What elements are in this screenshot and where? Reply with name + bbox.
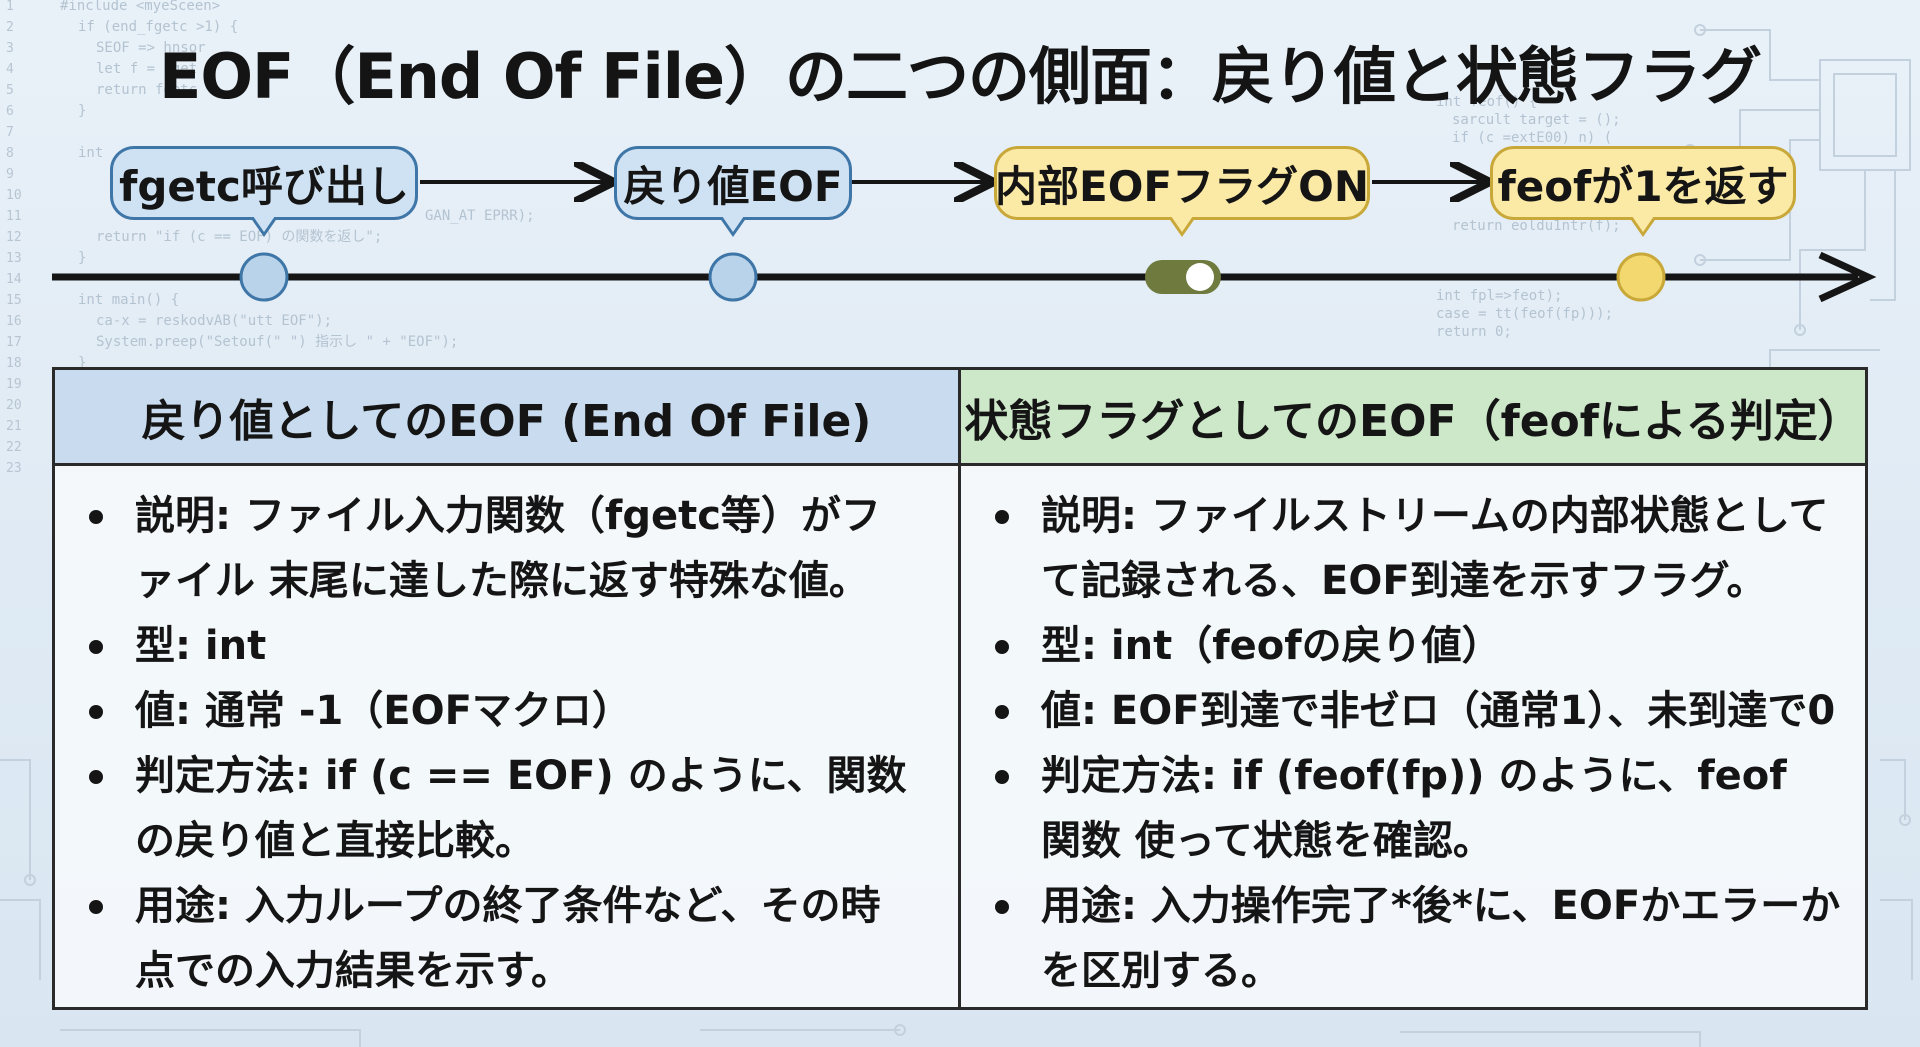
list-item: 用途: 入力操作完了*後*に、EOFかエラーかを区別する。 <box>985 874 1847 1004</box>
svg-text:}: } <box>78 103 86 119</box>
svg-text:int: int <box>78 145 103 161</box>
timeline-marker-return-eof <box>708 252 758 302</box>
svg-text:System.preep("Setouf(" ") 指示し: System.preep("Setouf(" ") 指示し " + "EOF")… <box>96 334 458 350</box>
column-body-return-value: 説明: ファイル入力関数（fgetc等）がファイル 末尾に達した際に返す特殊な値… <box>55 466 961 1007</box>
svg-text:return "if (c == EOF) の関数を返し": return "if (c == EOF) の関数を返し"; <box>96 229 382 245</box>
svg-text:10: 10 <box>6 188 22 203</box>
svg-text:case = tt(feof(fp)));: case = tt(feof(fp))); <box>1436 306 1613 322</box>
svg-text:6: 6 <box>6 104 14 119</box>
bullet-list: 説明: ファイルストリームの内部状態としてて記録される、EOF到達を示すフラグ。… <box>985 484 1847 1004</box>
toggle-on-icon <box>1145 260 1221 294</box>
column-header-return-value: 戻り値としてのEOF (End Of File) <box>55 370 961 466</box>
svg-text:}: } <box>78 355 86 371</box>
svg-text:ca-x = reskodvAB("utt EOF");: ca-x = reskodvAB("utt EOF"); <box>96 313 332 329</box>
svg-text:1: 1 <box>6 0 14 14</box>
timeline <box>52 0 1877 303</box>
svg-text:int feof() {: int feof() { <box>1436 94 1537 110</box>
step-bubble-feof-returns-1: feofが1を返す <box>1490 146 1796 237</box>
step-bubble-return-eof: 戻り値EOF <box>614 146 852 237</box>
timeline-marker-fgetc <box>239 252 289 302</box>
svg-text:15: 15 <box>6 293 22 308</box>
list-item: 用途: 入力ループの終了条件など、その時点での入力結果を示す。 <box>79 874 940 1004</box>
svg-text:let f = fget: let f = fget <box>96 61 197 77</box>
svg-text:12: 12 <box>6 230 22 245</box>
step-label: 内部EOFフラグON <box>995 161 1369 211</box>
svg-text:18: 18 <box>6 356 22 371</box>
svg-text:17: 17 <box>6 335 22 350</box>
svg-text:9: 9 <box>6 167 14 182</box>
step-bubble-eof-flag-on: 内部EOFフラグON <box>994 146 1370 237</box>
svg-text:#include <myeSceen>: #include <myeSceen> <box>60 0 220 14</box>
svg-text:SEOF => hnsor: SEOF => hnsor <box>96 40 206 56</box>
timeline-marker-feof <box>1616 252 1666 302</box>
svg-text:3: 3 <box>6 41 14 56</box>
svg-text:if (c =extE00) n) (: if (c =extE00) n) ( <box>1452 130 1612 146</box>
svg-text:16: 16 <box>6 314 22 329</box>
svg-text:22: 22 <box>6 440 22 455</box>
svg-text:13: 13 <box>6 251 22 266</box>
svg-text:20: 20 <box>6 398 22 413</box>
svg-text:14: 14 <box>6 272 22 287</box>
svg-text:}: } <box>78 250 86 266</box>
list-item: 値: 通常 -1（EOFマクロ） <box>79 679 940 744</box>
list-item: 型: int（feofの戻り値） <box>985 614 1847 679</box>
svg-text:19: 19 <box>6 377 22 392</box>
svg-text:return eoldu1ntr(f);: return eoldu1ntr(f); <box>1452 218 1621 234</box>
timeline-arrowhead <box>1818 251 1877 303</box>
page-title: EOF（End Of File）の二つの側面：戻り値と状態フラグ <box>158 40 1762 113</box>
list-item: 説明: ファイル入力関数（fgetc等）がファイル 末尾に達した際に返す特殊な値… <box>79 484 940 614</box>
svg-text:2: 2 <box>6 20 14 35</box>
list-item: 判定方法: if (c == EOF) のように、関数の戻り値と直接比較。 <box>79 744 940 874</box>
step-bubble-fgetc-call: fgetc呼び出し <box>110 146 418 237</box>
column-header-state-flag: 状態フラグとしてのEOF（feofによる判定） <box>961 370 1865 466</box>
svg-text:sarcult target = ();: sarcult target = (); <box>1452 112 1621 128</box>
svg-text:7: 7 <box>6 125 14 140</box>
bullet-list: 説明: ファイル入力関数（fgetc等）がファイル 末尾に達した際に返す特殊な値… <box>79 484 940 1004</box>
svg-text:5: 5 <box>6 83 14 98</box>
svg-text:11: 11 <box>6 209 22 224</box>
step-label: 戻り値EOF <box>623 161 843 211</box>
svg-text:23: 23 <box>6 461 22 476</box>
svg-text:if (end_fgetc >1) {: if (end_fgetc >1) { <box>78 19 238 35</box>
list-item: 型: int <box>79 614 940 679</box>
svg-text:4: 4 <box>6 62 14 77</box>
svg-text:int fpl=>feot);: int fpl=>feot); <box>1436 288 1562 304</box>
svg-text:return fgetc: return fgetc <box>96 82 197 98</box>
list-item: 説明: ファイルストリームの内部状態としてて記録される、EOF到達を示すフラグ。 <box>985 484 1847 614</box>
svg-text:8: 8 <box>6 146 14 161</box>
svg-text:21: 21 <box>6 419 22 434</box>
step-label: fgetc呼び出し <box>119 161 409 211</box>
comparison-table: 戻り値としてのEOF (End Of File) 状態フラグとしてのEOF（fe… <box>52 367 1868 1010</box>
step-label: feofが1を返す <box>1497 161 1789 211</box>
column-body-state-flag: 説明: ファイルストリームの内部状態としてて記録される、EOF到達を示すフラグ。… <box>961 466 1865 1007</box>
svg-text:GAN_AT EPRR);: GAN_AT EPRR); <box>425 208 535 224</box>
svg-text:return 0;: return 0; <box>1436 324 1512 340</box>
svg-text:int main() {: int main() { <box>78 292 179 308</box>
list-item: 値: EOF到達で非ゼロ（通常1）、未到達で0 <box>985 679 1847 744</box>
